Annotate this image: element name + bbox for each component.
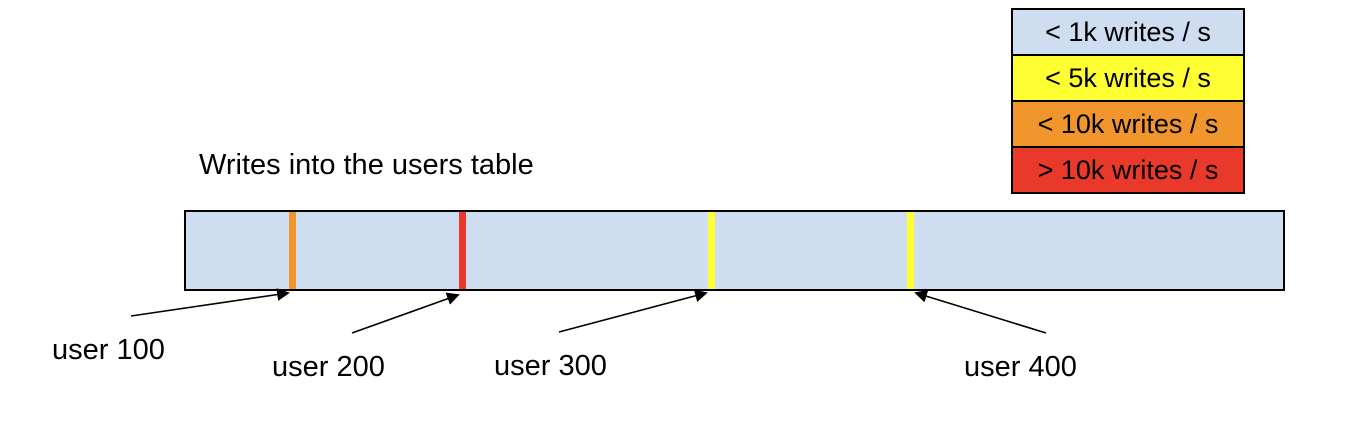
diagram-title: Writes into the users table bbox=[199, 149, 534, 181]
legend-item-lt-5k: < 5k writes / s bbox=[1011, 54, 1245, 102]
label-user-100: user 100 bbox=[52, 334, 165, 366]
arrow-user-300 bbox=[558, 289, 708, 333]
hotspot-marker-user-100 bbox=[289, 212, 296, 289]
arrow-user-400 bbox=[914, 290, 1047, 334]
hotspot-marker-user-200 bbox=[459, 212, 466, 289]
hotspot-marker-user-400 bbox=[907, 212, 914, 289]
write-rate-legend: < 1k writes / s < 5k writes / s < 10k wr… bbox=[1011, 8, 1245, 194]
users-table-bar bbox=[184, 210, 1285, 291]
label-user-300: user 300 bbox=[494, 350, 607, 382]
label-user-200: user 200 bbox=[272, 351, 385, 383]
legend-item-lt-10k: < 10k writes / s bbox=[1011, 100, 1245, 148]
legend-item-gt-10k: > 10k writes / s bbox=[1011, 146, 1245, 194]
hotspot-marker-user-300 bbox=[708, 212, 715, 289]
label-user-400: user 400 bbox=[964, 351, 1077, 383]
arrow-user-200 bbox=[351, 292, 460, 334]
legend-item-lt-1k: < 1k writes / s bbox=[1011, 8, 1245, 56]
arrow-user-100 bbox=[130, 288, 290, 317]
